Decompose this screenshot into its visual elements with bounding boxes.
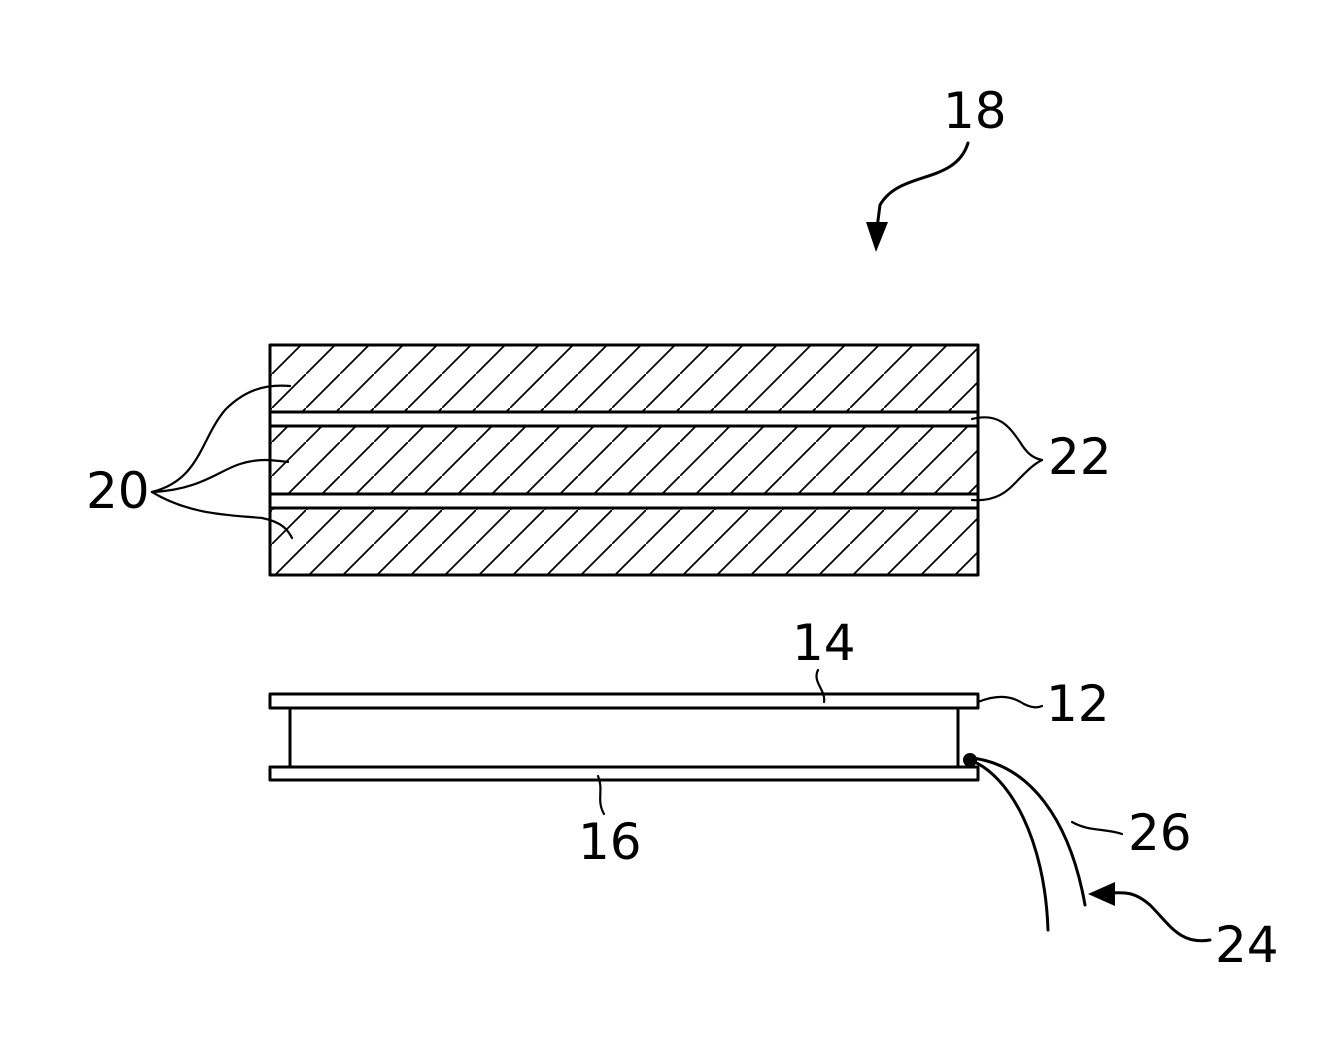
hatched-layer-bottom	[270, 508, 978, 574]
leader-16	[598, 776, 604, 814]
label-22: 22	[1048, 428, 1112, 486]
arrow-24-leader	[1110, 893, 1210, 941]
label-14: 14	[792, 614, 856, 672]
bottom-plate	[270, 767, 978, 780]
top-plate	[270, 694, 978, 708]
lower-device	[270, 694, 978, 780]
leader-22-top	[972, 417, 1042, 460]
arrow-24-head	[1088, 882, 1115, 906]
label-24: 24	[1215, 916, 1279, 974]
leader-26	[1072, 822, 1122, 834]
label-26: 26	[1128, 804, 1192, 862]
hatched-layer-top	[270, 346, 978, 412]
layer-stack	[270, 345, 978, 575]
leader-12	[978, 697, 1042, 707]
wire-left	[970, 760, 1048, 930]
leader-22-bottom	[972, 460, 1042, 500]
label-12: 12	[1046, 675, 1110, 733]
leader-14	[816, 670, 824, 702]
label-16: 16	[578, 813, 642, 871]
arrow-18-leader	[877, 143, 968, 228]
arrow-18-head	[866, 222, 888, 252]
hatched-layer-middle	[270, 426, 978, 494]
label-18: 18	[943, 82, 1007, 140]
leader-20-middle	[152, 460, 288, 492]
label-20: 20	[86, 462, 150, 520]
